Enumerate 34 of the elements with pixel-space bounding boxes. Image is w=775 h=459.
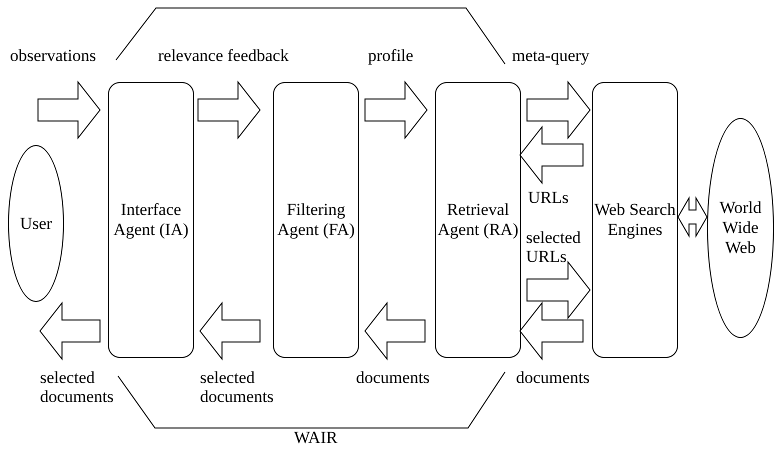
node-label: Filtering Agent (FA) <box>276 200 356 240</box>
search-engine-box <box>592 82 678 358</box>
edge-label: relevance feedback <box>158 46 290 65</box>
block-arrow <box>677 196 708 238</box>
node-label: User <box>18 214 54 234</box>
edge-label: URLs <box>528 188 570 207</box>
node-label: Interface Agent (IA) <box>112 200 190 240</box>
block-arrow <box>526 80 591 140</box>
edge-label: observations <box>10 46 97 65</box>
edge-label: documents <box>356 368 431 387</box>
block-arrow <box>199 302 260 360</box>
block-arrow <box>519 302 584 360</box>
block-arrow <box>519 126 584 184</box>
actor-ellipse <box>8 145 64 302</box>
edge-label: profile <box>368 46 414 65</box>
block-arrow <box>364 80 428 140</box>
node-label: Web Search Engines <box>593 200 677 240</box>
web-ellipse <box>707 118 774 338</box>
edge-label: selected documents <box>200 368 275 406</box>
node-label: Retrieval Agent (RA) <box>436 200 520 240</box>
agent-box <box>108 82 194 358</box>
agent-box <box>273 82 359 358</box>
node-label: World Wide Web <box>718 198 763 258</box>
block-arrow <box>526 260 591 320</box>
block-arrow <box>38 80 101 140</box>
edge-label: selected documents <box>40 368 115 406</box>
block-arrow <box>198 80 261 140</box>
block-arrow <box>364 302 426 360</box>
edge-label: selected URLs <box>526 228 582 266</box>
block-arrow <box>39 302 100 360</box>
edge-label: meta-query <box>512 46 590 65</box>
group-label: WAIR <box>294 428 338 448</box>
agent-box <box>435 82 521 358</box>
edge-label: documents <box>516 368 591 387</box>
